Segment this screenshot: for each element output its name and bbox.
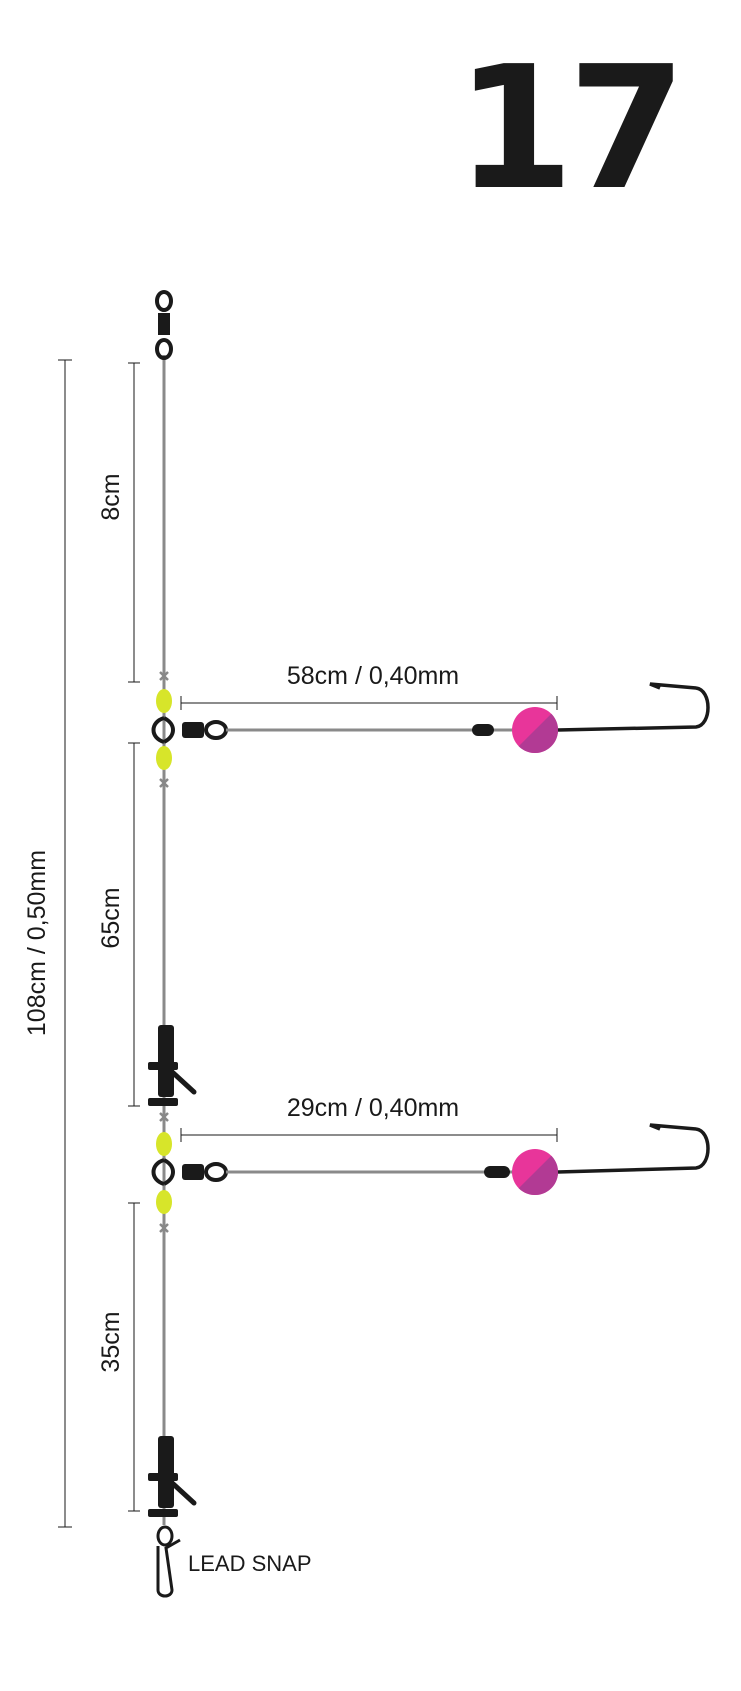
upper-crimp-sleeve — [472, 724, 494, 736]
lower-bead-top — [156, 1132, 172, 1156]
lower-dropper-label: 29cm / 0,40mm — [287, 1094, 459, 1122]
bottom-segment-label: 35cm — [97, 1311, 125, 1372]
lower-hook-icon — [557, 1123, 710, 1174]
upper-crimp-stop-bottom — [159, 778, 169, 788]
total-length-label: 108cm / 0,50mm — [23, 850, 51, 1036]
lower-dropper-dimension — [180, 1128, 558, 1142]
lower-crimp-stop-top — [159, 1112, 169, 1122]
upper-bead-top — [156, 689, 172, 713]
upper-dropper-label: 58cm / 0,40mm — [287, 662, 459, 690]
upper-dropper-swivel — [151, 716, 228, 744]
middle-segment-label: 65cm — [97, 887, 125, 948]
lead-snap-icon — [156, 1525, 181, 1598]
upper-sinker-clip — [148, 1025, 197, 1106]
top-segment-dimension — [128, 362, 140, 683]
upper-dropper-dimension — [180, 696, 558, 710]
lower-crimp-stop-bottom — [159, 1223, 169, 1233]
upper-crimp-stop-top — [159, 671, 169, 681]
upper-bead-bottom — [156, 746, 172, 770]
lower-crimp-sleeve — [484, 1166, 510, 1178]
rig-number: 17 — [456, 30, 681, 228]
lower-sinker-clip — [148, 1436, 197, 1517]
top-segment-label: 8cm — [97, 473, 125, 520]
lead-snap-label: LEAD SNAP — [188, 1551, 312, 1576]
lower-float-bead — [512, 1149, 559, 1196]
total-length-dimension — [58, 359, 72, 1528]
lower-bead-bottom — [156, 1190, 172, 1214]
bottom-segment-dimension — [128, 1202, 140, 1512]
top-swivel — [155, 290, 173, 360]
upper-hook-icon — [557, 682, 710, 732]
middle-segment-dimension — [128, 742, 140, 1107]
upper-float-bead — [512, 707, 559, 754]
